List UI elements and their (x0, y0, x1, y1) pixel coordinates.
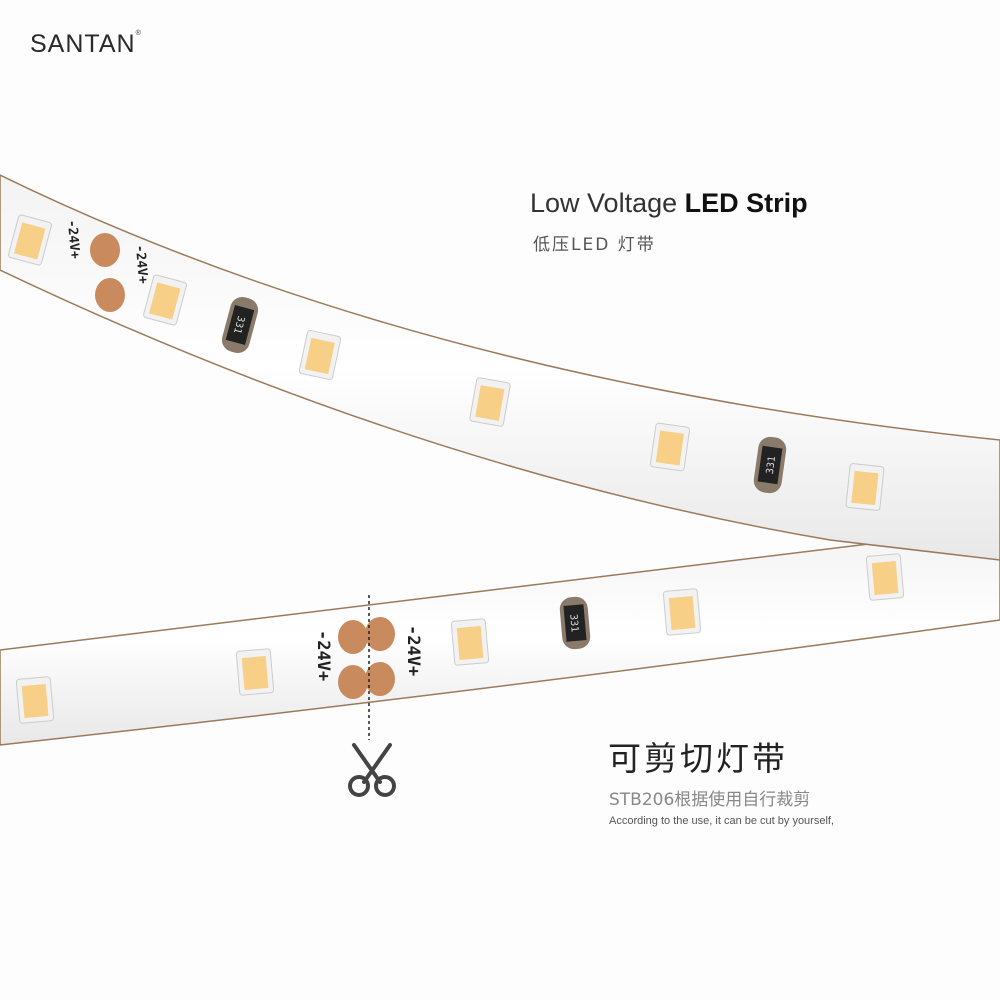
copper-pad (90, 233, 120, 267)
voltage-label-right: -24V+ (403, 625, 423, 676)
cut-subtitle: STB206根据使用自行裁剪 (609, 790, 811, 810)
headline-regular: Low Voltage (530, 188, 685, 218)
headline: Low Voltage LED Strip (530, 188, 808, 219)
brand-name: SANTAN (30, 30, 136, 58)
led-chip (649, 422, 691, 472)
svg-text:-24V+: -24V+ (132, 244, 150, 284)
led-chip (235, 648, 275, 696)
svg-text:-24V+: -24V+ (313, 630, 333, 681)
led-chip (15, 676, 55, 724)
resistor-code: 331 (765, 455, 778, 474)
copper-pad (95, 278, 125, 312)
led-chip (450, 618, 490, 666)
brand-mark: ® (135, 30, 142, 37)
copper-pad (338, 665, 368, 699)
headline-bold: LED Strip (684, 188, 808, 218)
svg-text:-24V+: -24V+ (64, 219, 82, 259)
resistor-code: 331 (567, 614, 580, 633)
brand-logo: SANTAN® (30, 30, 142, 59)
voltage-label-left: -24V+ (64, 219, 82, 259)
voltage-label-right: -24V+ (132, 244, 150, 284)
led-chip (845, 462, 885, 512)
voltage-label-left: -24V+ (313, 630, 333, 681)
scissors-icon (348, 743, 396, 797)
cut-english: According to the use, it can be cut by y… (609, 815, 835, 827)
svg-text:-24V+: -24V+ (403, 625, 423, 676)
lower-led-strip: 331 -24V+ -24V+ (0, 527, 1000, 746)
led-chip (662, 588, 702, 636)
led-chip (468, 376, 512, 428)
resistor: 331 (753, 436, 787, 494)
headline-subtitle: 低压LED 灯带 (533, 235, 656, 255)
led-chip (865, 553, 905, 601)
cut-title: 可剪切灯带 (608, 739, 788, 778)
resistor: 331 (221, 297, 259, 353)
resistor: 331 (559, 596, 591, 650)
copper-pad (338, 620, 368, 654)
upper-led-strip: 331 331 -24V+ -24V+ (0, 174, 1000, 561)
resistor-code: 331 (231, 314, 246, 334)
